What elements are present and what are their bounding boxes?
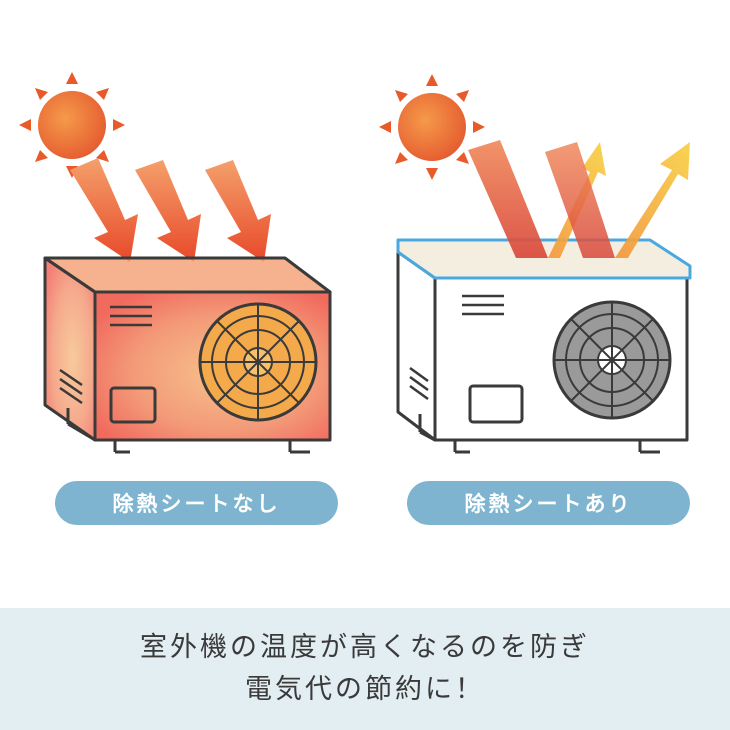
fan-icon-right [552,300,672,420]
caption-line-1: 室外機の温度が高くなるのを防ぎ [140,632,590,663]
heat-arrow-icon [70,158,271,262]
heat-sheet [396,238,692,280]
air-conditioner-icon-hot [43,256,332,454]
comparison-illustration [19,72,692,454]
sun-icon-left [19,72,125,178]
fan-icon-left [198,302,318,422]
reflection-arrow-icon [468,140,690,258]
sun-icon-right [379,74,485,180]
air-conditioner-icon-protected [396,238,692,454]
label-without-sheet: 除熱シートなし [55,481,338,525]
label-with-sheet: 除熱シートあり [407,481,690,525]
caption-band: 室外機の温度が高くなるのを防ぎ 電気代の節約に！ [0,608,730,730]
caption-line-2: 電気代の節約に！ [245,674,485,705]
